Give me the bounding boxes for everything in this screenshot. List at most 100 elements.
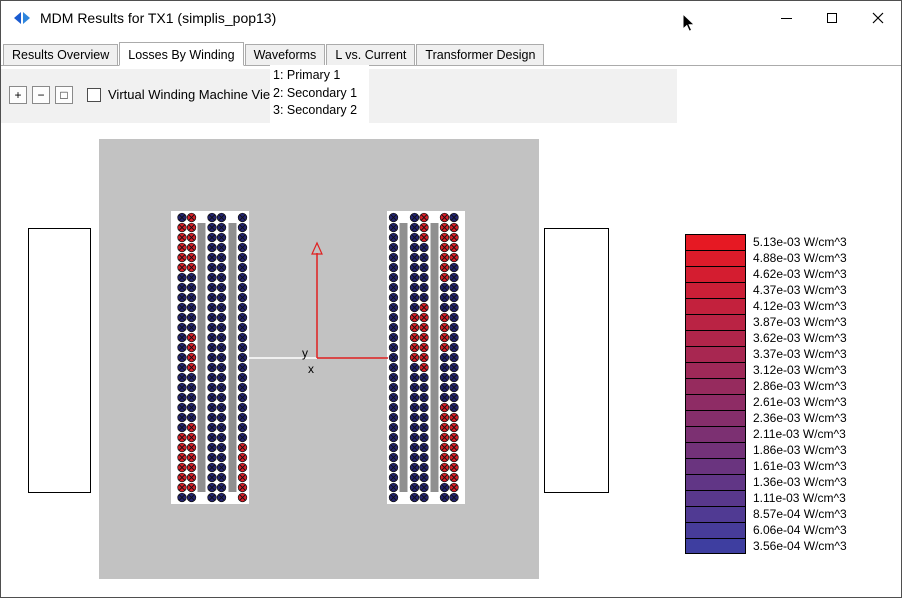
colorbar-row: 1.86e-03 W/cm^3 (685, 442, 847, 458)
colorbar-swatch (685, 506, 746, 522)
colorbar-swatch (685, 234, 746, 250)
colorbar-label: 2.86e-03 W/cm^3 (753, 379, 847, 393)
tab-strip-divider (1, 65, 901, 66)
close-icon (872, 12, 884, 24)
tab-results-overview[interactable]: Results Overview (3, 44, 119, 65)
winding-list-item[interactable]: 1: Primary 1 (273, 68, 341, 82)
winding-window-1 (171, 211, 249, 504)
tool-buttons: + − □ (9, 86, 73, 104)
colorbar-label: 4.12e-03 W/cm^3 (753, 299, 847, 313)
colorbar-swatch (685, 474, 746, 490)
minimize-button[interactable] (763, 1, 809, 35)
colorbar-row: 4.88e-03 W/cm^3 (685, 250, 847, 266)
tab-transformer-design[interactable]: Transformer Design (416, 44, 545, 65)
colorbar-row: 3.12e-03 W/cm^3 (685, 362, 847, 378)
axis-y-arrowhead-icon (311, 241, 323, 255)
window-controls (763, 1, 901, 35)
colorbar-row: 1.36e-03 W/cm^3 (685, 474, 847, 490)
colorbar-label: 4.62e-03 W/cm^3 (753, 267, 847, 281)
axis-y-label: y (302, 346, 308, 360)
colorbar-label: 3.87e-03 W/cm^3 (753, 315, 847, 329)
colorbar-row: 2.36e-03 W/cm^3 (685, 410, 847, 426)
colorbar-label: 4.37e-03 W/cm^3 (753, 283, 847, 297)
app-icon (13, 11, 31, 25)
colorbar-label: 5.13e-03 W/cm^3 (753, 235, 847, 249)
colorbar-label: 1.86e-03 W/cm^3 (753, 443, 847, 457)
virtual-winding-label: Virtual Winding Machine View (108, 87, 280, 102)
colorbar-row: 8.57e-04 W/cm^3 (685, 506, 847, 522)
colorbar-swatch (685, 490, 746, 506)
colorbar-swatch (685, 442, 746, 458)
colorbar-swatch (685, 378, 746, 394)
outer-leg-right (544, 228, 609, 493)
window-title: MDM Results for TX1 (simplis_pop13) (40, 10, 277, 26)
colorbar-swatch (685, 362, 746, 378)
colorbar-row: 4.37e-03 W/cm^3 (685, 282, 847, 298)
colorbar-label: 1.36e-03 W/cm^3 (753, 475, 847, 489)
virtual-winding-checkbox[interactable] (87, 87, 101, 102)
zoom-out-button[interactable]: − (32, 86, 50, 104)
colorbar-label: 8.57e-04 W/cm^3 (753, 507, 847, 521)
colorbar-label: 6.06e-04 W/cm^3 (753, 523, 847, 537)
colorbar-label: 3.37e-03 W/cm^3 (753, 347, 847, 361)
colorbar-label: 1.61e-03 W/cm^3 (753, 459, 847, 473)
colorbar-label: 3.12e-03 W/cm^3 (753, 363, 847, 377)
tab-losses-by-winding[interactable]: Losses By Winding (119, 42, 244, 66)
tab-waveforms[interactable]: Waveforms (244, 44, 326, 65)
winding-list-item[interactable]: 3: Secondary 2 (273, 103, 358, 117)
colorbar-swatch (685, 282, 746, 298)
coordinate-axes: y x (249, 241, 388, 376)
colorbar-swatch (685, 330, 746, 346)
zoom-extents-button[interactable]: □ (55, 86, 73, 104)
colorbar-swatch (685, 314, 746, 330)
colorbar-label: 3.56e-04 W/cm^3 (753, 539, 847, 553)
zoom-extents-icon: □ (60, 88, 68, 102)
maximize-icon (827, 13, 837, 23)
colorbar: 5.13e-03 W/cm^3 4.88e-03 W/cm^3 4.62e-03 W… (685, 234, 847, 554)
outer-leg-left (28, 228, 91, 493)
minimize-icon (780, 17, 792, 19)
colorbar-row: 4.12e-03 W/cm^3 (685, 298, 847, 314)
close-button[interactable] (855, 1, 901, 35)
colorbar-row: 3.87e-03 W/cm^3 (685, 314, 847, 330)
title-bar: MDM Results for TX1 (simplis_pop13) (1, 1, 901, 35)
zoom-in-icon: + (14, 88, 22, 102)
virtual-winding-toggle[interactable]: Virtual Winding Machine View (87, 87, 280, 102)
colorbar-swatch (685, 538, 746, 554)
axis-x-label: x (308, 362, 314, 376)
colorbar-row: 3.37e-03 W/cm^3 (685, 346, 847, 362)
colorbar-row: 1.61e-03 W/cm^3 (685, 458, 847, 474)
colorbar-row: 2.61e-03 W/cm^3 (685, 394, 847, 410)
colorbar-swatch (685, 394, 746, 410)
colorbar-swatch (685, 346, 746, 362)
zoom-out-icon: − (37, 88, 45, 102)
colorbar-swatch (685, 410, 746, 426)
colorbar-label: 2.36e-03 W/cm^3 (753, 411, 847, 425)
diagram-canvas: y x 5.13e-03 W/cm^3 4.88e-03 W/cm^3 4.62e-… (1, 123, 901, 597)
colorbar-label: 4.88e-03 W/cm^3 (753, 251, 847, 265)
colorbar-row: 4.62e-03 W/cm^3 (685, 266, 847, 282)
colorbar-row: 3.62e-03 W/cm^3 (685, 330, 847, 346)
colorbar-label: 1.11e-03 W/cm^3 (753, 491, 846, 505)
colorbar-swatch (685, 266, 746, 282)
winding-window-2 (387, 211, 465, 504)
colorbar-label: 2.61e-03 W/cm^3 (753, 395, 847, 409)
colorbar-row: 2.86e-03 W/cm^3 (685, 378, 847, 394)
colorbar-row: 2.11e-03 W/cm^3 (685, 426, 847, 442)
zoom-in-button[interactable]: + (9, 86, 27, 104)
colorbar-label: 2.11e-03 W/cm^3 (753, 427, 846, 441)
colorbar-row: 1.11e-03 W/cm^3 (685, 490, 847, 506)
winding-list-item[interactable]: 2: Secondary 1 (273, 85, 358, 100)
colorbar-swatch (685, 426, 746, 442)
winding-list: 1: Primary 1 2: Secondary 1 3: Secondary 2 (270, 65, 369, 123)
maximize-button[interactable] (809, 1, 855, 35)
colorbar-swatch (685, 250, 746, 266)
colorbar-swatch (685, 458, 746, 474)
colorbar-row: 3.56e-04 W/cm^3 (685, 538, 847, 554)
mouse-cursor-icon (682, 13, 696, 32)
colorbar-swatch (685, 298, 746, 314)
tab-l-vs-current[interactable]: L vs. Current (326, 44, 416, 65)
colorbar-label: 3.62e-03 W/cm^3 (753, 331, 847, 345)
